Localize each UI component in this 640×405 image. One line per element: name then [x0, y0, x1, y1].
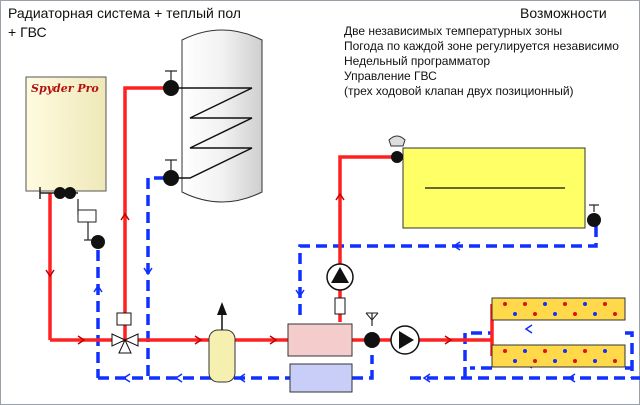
floor-mixing-valve[interactable]: [364, 312, 380, 348]
dhw-tank[interactable]: [175, 29, 263, 203]
floor-loop-dots: [503, 349, 617, 363]
feature-item: Управление ГВС: [344, 69, 437, 83]
supply-manifold[interactable]: [287, 323, 353, 357]
feature-item: Погода по каждой зоне регулируется незав…: [344, 39, 619, 53]
diagram-title-line-1: Радиаторная система + теплый пол: [8, 5, 241, 21]
features-heading: Возможности: [520, 5, 607, 21]
underfloor-panel-upper[interactable]: [491, 297, 626, 321]
feature-item: (трех ходовой клапан двух позиционный): [344, 84, 574, 98]
expansion-vessel[interactable]: [208, 302, 236, 383]
boiler-outlet-valves: [39, 187, 78, 199]
underfloor-panel-lower[interactable]: [491, 344, 626, 368]
return-manifold[interactable]: [289, 363, 353, 393]
radiator[interactable]: [402, 147, 586, 229]
diagram-title-line-2: + ГВС: [8, 24, 47, 40]
feature-item: Недельный программатор: [344, 54, 490, 68]
radiator-check-valve: [334, 297, 346, 315]
floor-pump[interactable]: [390, 325, 420, 355]
floor-loop-dots: [503, 302, 617, 316]
return-filter-valve: [77, 199, 105, 249]
boiler[interactable]: Spyder Pro: [25, 76, 107, 192]
three-way-valve[interactable]: [111, 312, 139, 354]
feature-item: Две независимых температурных зоны: [344, 24, 562, 38]
radiator-pump[interactable]: [326, 263, 354, 291]
boiler-brand-label: Spyder Pro: [31, 82, 99, 95]
heating-coil: [175, 87, 253, 179]
return-pipes: [96, 176, 640, 380]
radiator-valves: [388, 135, 601, 227]
tank-valves: [163, 70, 179, 186]
